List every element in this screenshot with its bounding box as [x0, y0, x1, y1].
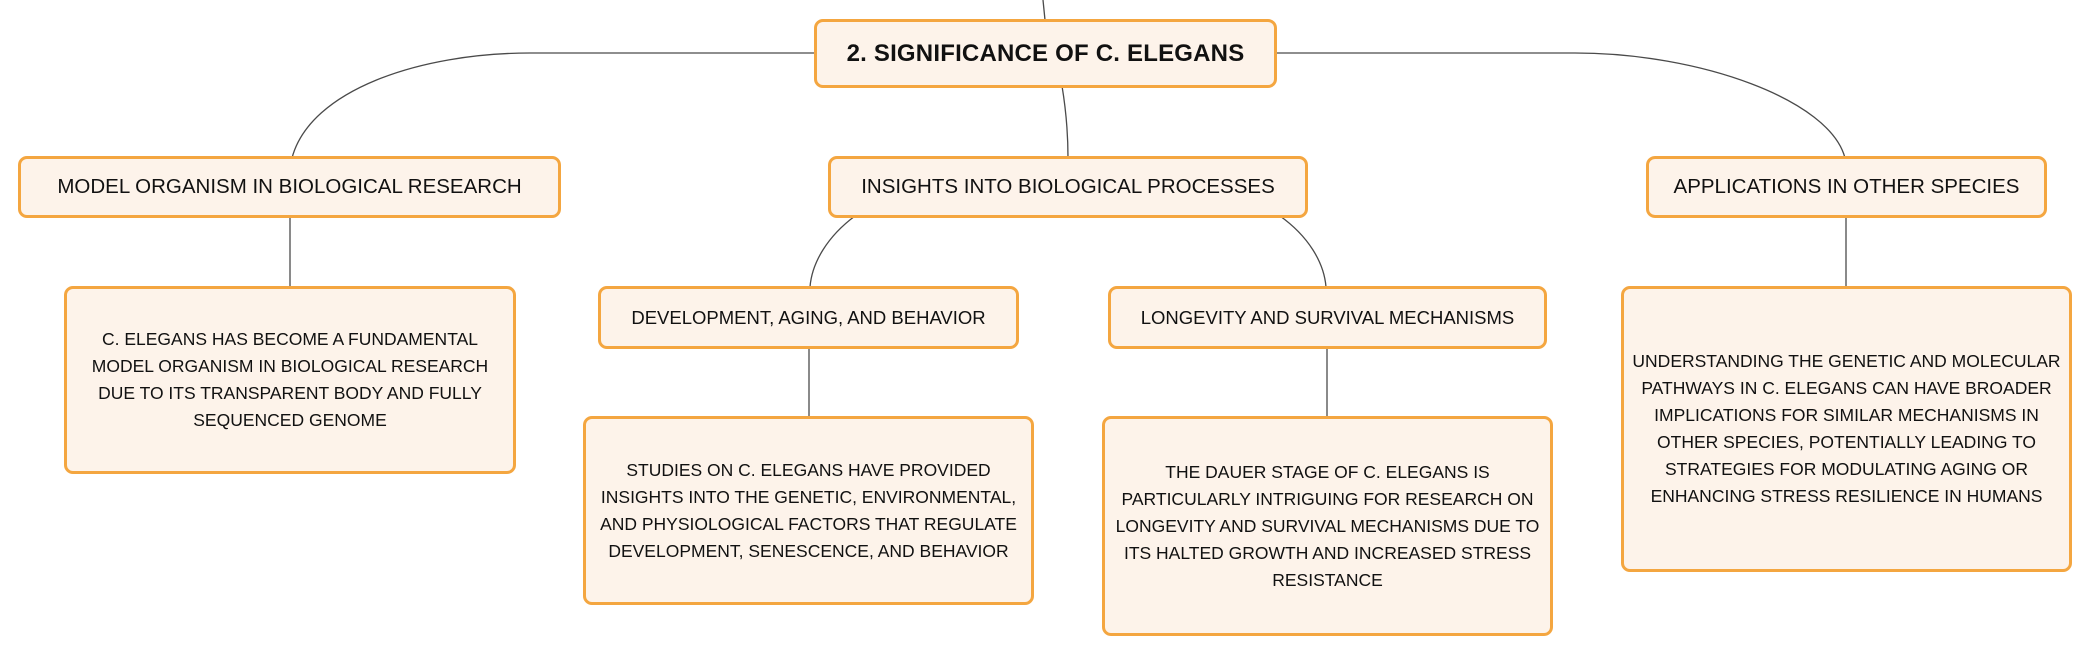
branch-node-model-organism[interactable]: MODEL ORGANISM IN BIOLOGICAL RESEARCH: [18, 156, 561, 218]
detail-text-longevity: THE DAUER STAGE OF C. ELEGANS IS PARTICU…: [1115, 461, 1540, 590]
connector-insights-to-development: [809, 215, 856, 288]
subtopic-label-longevity: LONGEVITY AND SURVIVAL MECHANISMS: [1140, 306, 1515, 328]
root-topic-node[interactable]: 2. SIGNIFICANCE OF C. ELEGANS: [814, 19, 1277, 88]
detail-text-development: STUDIES ON C. ELEGANS HAVE PROVIDED INSI…: [600, 459, 1017, 561]
branch-node-insights[interactable]: INSIGHTS INTO BIOLOGICAL PROCESSES: [828, 156, 1308, 218]
connector-root-to-model-organism: [291, 52, 816, 159]
detail-node-development[interactable]: STUDIES ON C. ELEGANS HAVE PROVIDED INSI…: [583, 416, 1034, 605]
connector-root-to-applications: [1275, 52, 1846, 159]
branch-label-applications: APPLICATIONS IN OTHER SPECIES: [1673, 175, 2020, 198]
detail-text-model-organism: C. ELEGANS HAS BECOME A FUNDAMENTAL MODE…: [91, 329, 489, 430]
subtopic-node-longevity[interactable]: LONGEVITY AND SURVIVAL MECHANISMS: [1108, 286, 1547, 349]
branch-label-insights: INSIGHTS INTO BIOLOGICAL PROCESSES: [861, 175, 1275, 198]
detail-node-applications[interactable]: UNDERSTANDING THE GENETIC AND MOLECULAR …: [1621, 286, 2072, 572]
connector-insights-to-longevity: [1279, 215, 1327, 288]
detail-text-applications: UNDERSTANDING THE GENETIC AND MOLECULAR …: [1632, 351, 2061, 506]
connector-root-to-insights: [1061, 85, 1069, 159]
detail-node-model-organism[interactable]: C. ELEGANS HAS BECOME A FUNDAMENTAL MODE…: [64, 286, 516, 474]
detail-node-longevity[interactable]: THE DAUER STAGE OF C. ELEGANS IS PARTICU…: [1102, 416, 1553, 636]
connector-parent-to-root: [1042, 0, 1046, 21]
branch-node-applications[interactable]: APPLICATIONS IN OTHER SPECIES: [1646, 156, 2047, 218]
branch-label-model-organism: MODEL ORGANISM IN BIOLOGICAL RESEARCH: [57, 175, 522, 198]
subtopic-node-development[interactable]: DEVELOPMENT, AGING, AND BEHAVIOR: [598, 286, 1019, 349]
root-topic-label: 2. SIGNIFICANCE OF C. ELEGANS: [846, 39, 1245, 67]
subtopic-label-development: DEVELOPMENT, AGING, AND BEHAVIOR: [631, 306, 986, 328]
